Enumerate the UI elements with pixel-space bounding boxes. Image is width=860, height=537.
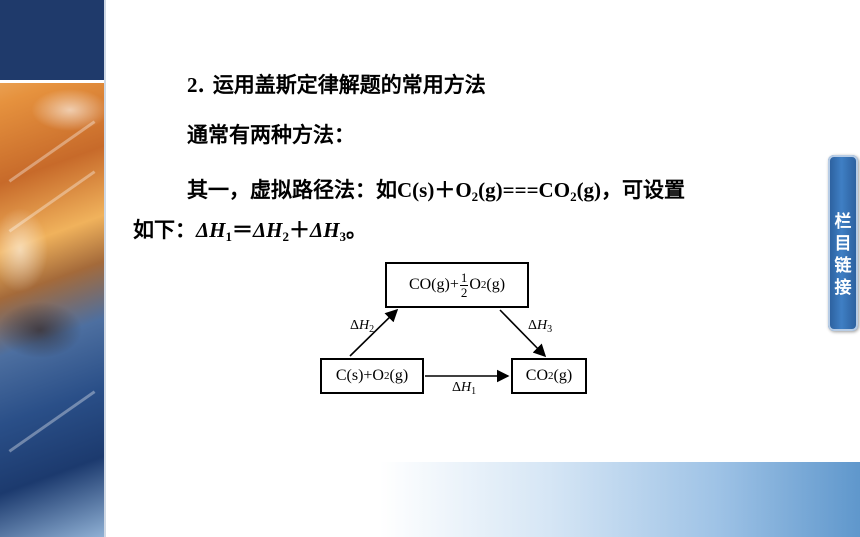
- decorative-side-image: [0, 0, 104, 537]
- paragraph-lead: 其一，虚拟路径法：如: [187, 177, 397, 202]
- divider: [104, 0, 106, 537]
- paragraph-tail: ，可设置: [601, 177, 686, 202]
- section-heading: 2. 运用盖斯定律解题的常用方法: [187, 74, 486, 96]
- tab-char-2: 目: [834, 234, 852, 254]
- tab-char-3: 链: [834, 256, 852, 276]
- reaction-equation: C(s)＋O2(g)===CO2(g): [397, 178, 602, 204]
- tab-char-4: 接: [834, 278, 852, 298]
- heading-text: 运用盖斯定律解题的常用方法: [212, 72, 486, 97]
- diagram-arrows: [349, 308, 547, 383]
- paragraph-line-1: 其一，虚拟路径法：如C(s)＋O2(g)===CO2(g)，可设置: [187, 179, 685, 203]
- tab-char-1: 栏: [834, 212, 852, 232]
- column-link-tab[interactable]: 栏 目 链 接: [828, 155, 858, 331]
- enthalpy-relation: ΔH1＝ΔH2＋ΔH3: [196, 218, 347, 244]
- line2-lead: 如下：: [133, 217, 196, 242]
- label-dh2: ΔH2: [350, 318, 375, 335]
- paragraph-line-2: 如下：ΔH1＝ΔH2＋ΔH3。: [133, 219, 367, 243]
- label-dh3: ΔH3: [528, 318, 553, 335]
- heading-number: 2: [187, 73, 198, 97]
- line2-end: 。: [346, 217, 368, 242]
- intro-text: 通常有两种方法：: [187, 122, 355, 147]
- top-left-banner: [0, 0, 104, 83]
- bottom-decorative-bar: [380, 462, 860, 537]
- arrow-dh3: [499, 309, 547, 358]
- heading-separator: .: [197, 72, 205, 97]
- arrow-dh2: [349, 308, 399, 357]
- label-dh1: ΔH1: [452, 380, 477, 397]
